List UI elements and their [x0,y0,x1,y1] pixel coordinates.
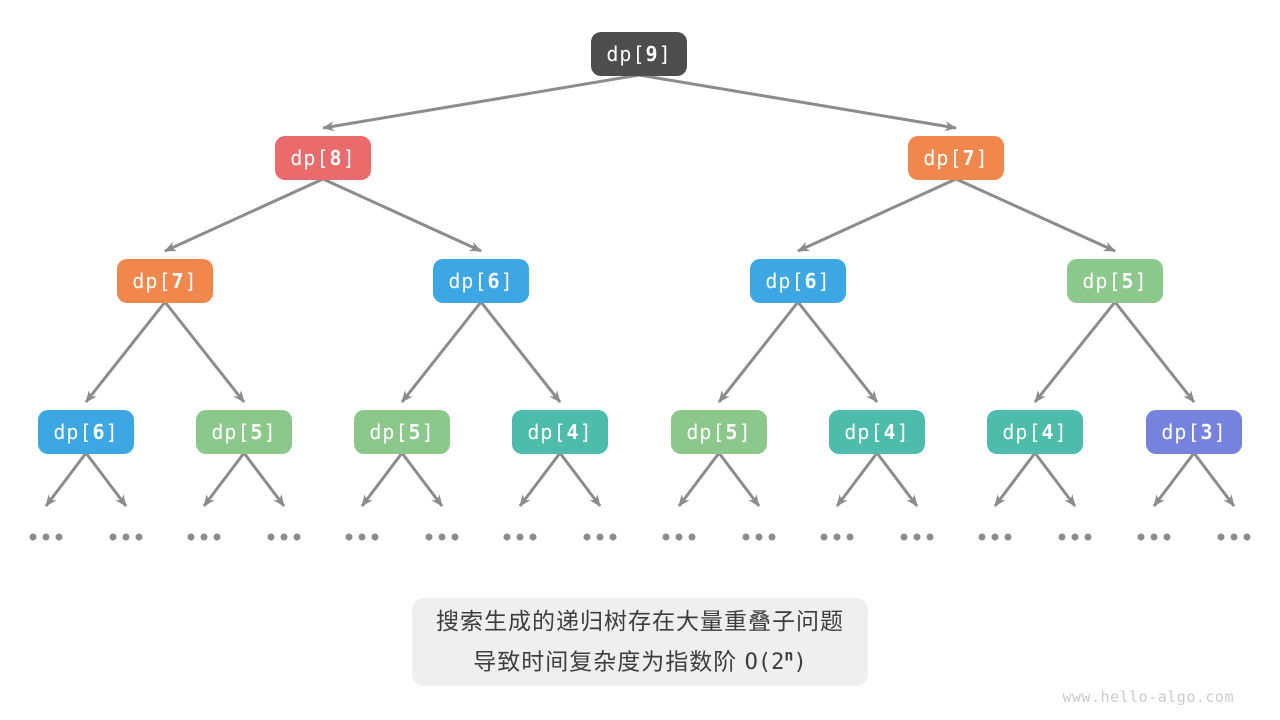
tree-edge [797,177,957,253]
ellipsis-dot [846,533,854,541]
ellipsis-dot [200,533,208,541]
ellipsis-dot [833,533,841,541]
ellipsis-dot [1071,533,1079,541]
leaf-edge [400,452,444,507]
ellipsis-dot [755,533,763,541]
ellipsis-dot [451,533,459,541]
tree-edge [1113,301,1196,403]
tree-edge [322,177,482,253]
ellipsis-dot [913,533,921,541]
ellipsis-dot [991,533,999,541]
watermark: www.hello-algo.com [1062,688,1234,706]
ellipsis-dot [1217,533,1225,541]
ellipsis-dot [609,533,617,541]
ellipsis-dot [187,533,195,541]
ellipsis-dot [1150,533,1158,541]
caption-line-2-text: 导致时间复杂度为指数阶 [473,648,745,675]
ellipsis-dot [345,533,353,541]
tree-edge [163,301,246,403]
ellipsis-dot [55,533,63,541]
ellipsis-dot [267,533,275,541]
ellipsis-dot [978,533,986,541]
tree-edge [955,177,1116,253]
ellipsis-dot [596,533,604,541]
leaf-edge [518,452,562,507]
ellipsis-dot [1084,533,1092,541]
tree-edge [164,177,324,253]
leaf-edge [1033,452,1077,507]
ellipsis-dot [280,533,288,541]
ellipsis-dot [1163,533,1171,541]
ellipsis-dot [29,533,37,541]
tree-edge [796,301,879,403]
leaf-edge [835,452,879,507]
ellipsis-dot [1243,533,1251,541]
ellipsis-dot [135,533,143,541]
leaf-edge [677,452,721,507]
ellipsis-dot [1004,533,1012,541]
caption-line-2: 导致时间复杂度为指数阶 O(2n) [436,639,844,680]
caption-line-1: 搜索生成的递归树存在大量重叠子问题 [436,608,844,634]
tree-edges [44,73,1236,507]
leaf-edge [1192,452,1236,507]
ellipsis-dots [29,533,1251,541]
tree-edge [1033,301,1117,403]
tree-edge [400,301,483,403]
ellipsis-dot [820,533,828,541]
tree-edge [322,73,640,132]
ellipsis-dot [516,533,524,541]
ellipsis-dot [438,533,446,541]
ellipsis-dot [293,533,301,541]
leaf-edge [84,452,128,507]
tree-edge [479,301,562,403]
ellipsis-dot [503,533,511,541]
ellipsis-dot [742,533,750,541]
ellipsis-dot [1230,533,1238,541]
ellipsis-dot [213,533,221,541]
leaf-edge [993,452,1037,507]
leaf-edge [875,452,919,507]
leaf-edge [202,452,246,507]
ellipsis-dot [688,533,696,541]
ellipsis-dot [1058,533,1066,541]
leaf-edge [44,452,88,507]
ellipsis-dot [1137,533,1145,541]
ellipsis-dot [122,533,130,541]
ellipsis-dot [926,533,934,541]
tree-edge [84,301,167,403]
leaf-edge [360,452,404,507]
ellipsis-dot [42,533,50,541]
tree-edge [638,73,957,132]
complexity-formula: O(2n) [744,647,807,676]
leaf-edge [558,452,602,507]
ellipsis-dot [371,533,379,541]
ellipsis-dot [768,533,776,541]
ellipsis-dot [109,533,117,541]
ellipsis-dot [529,533,537,541]
ellipsis-dot [675,533,683,541]
ellipsis-dot [358,533,366,541]
leaf-edge [242,452,286,507]
ellipsis-dot [583,533,591,541]
ellipsis-dot [900,533,908,541]
ellipsis-dot [662,533,670,541]
tree-edge [717,301,800,403]
leaf-edge [1152,452,1196,507]
ellipsis-dot [425,533,433,541]
leaf-edge [717,452,761,507]
caption-box: 搜索生成的递归树存在大量重叠子问题 导致时间复杂度为指数阶 O(2n) [412,598,868,687]
